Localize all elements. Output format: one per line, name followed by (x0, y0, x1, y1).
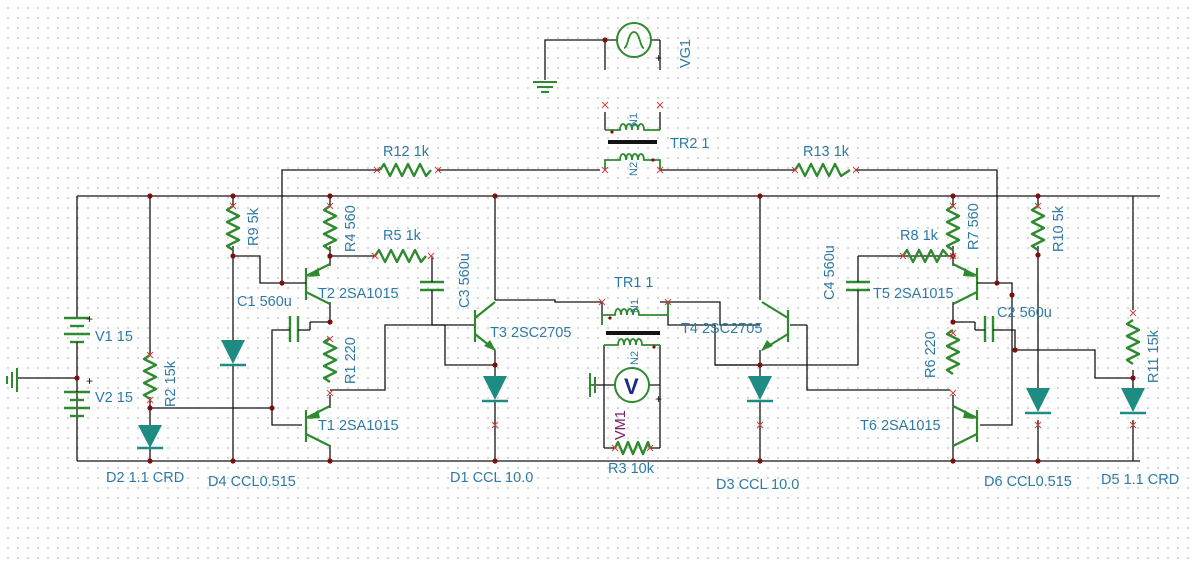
t1-symbol (304, 405, 331, 447)
wires (17, 39, 1160, 462)
tr2-n2-label: N2 (628, 162, 640, 176)
transformers (601, 123, 669, 349)
r4-body (322, 205, 338, 251)
vm1-symbol-text: V (624, 374, 639, 399)
d6-symbol (1025, 388, 1051, 415)
r6-label: R6 220 (923, 331, 939, 378)
t4-label: T4 2SC2705 (681, 321, 762, 337)
v2-symbol (64, 360, 90, 418)
t5-symbol (952, 263, 997, 305)
r6-body (945, 329, 961, 375)
d3-symbol (747, 376, 773, 403)
c2-label: C2 560u (997, 305, 1052, 321)
c4-body (846, 270, 870, 302)
vg1-symbol (605, 22, 660, 58)
tr1-n2-label: N2 (629, 351, 641, 365)
r2-body (142, 354, 158, 400)
c3-body (420, 270, 444, 302)
r12-label: R12 1k (383, 144, 430, 160)
v2-plus: + (86, 374, 93, 388)
v1-symbol (64, 316, 90, 350)
v1-label: V1 15 (95, 329, 133, 345)
d6-label: D6 CCL0.515 (984, 474, 1072, 490)
transistors (282, 263, 997, 447)
t3-symbol (473, 301, 496, 351)
tr2-symbol (604, 123, 661, 170)
r13-body (794, 162, 851, 178)
t5-label: T5 2SA1015 (873, 286, 954, 302)
r1-label: R1 220 (343, 337, 359, 384)
resistors (142, 162, 1141, 456)
d5-symbol (1120, 388, 1146, 415)
t6-symbol (952, 405, 979, 447)
r9-label: R9 5k (246, 207, 262, 246)
d4-label: D4 CCL0.515 (208, 474, 296, 490)
grounds (6, 81, 596, 397)
r3-label: R3 10k (608, 461, 655, 477)
d1-label: D1 CCL 10.0 (450, 470, 533, 486)
t6-label: T6 2SA1015 (860, 418, 941, 434)
ground-left-icon (6, 368, 18, 392)
vm1-plus: + (655, 392, 662, 406)
r8-label: R8 1k (900, 228, 939, 244)
r3-body (613, 440, 652, 456)
r2-label: R2 15k (163, 360, 179, 407)
vg1-plus: + (655, 51, 662, 65)
c1-body (282, 316, 311, 342)
t2-label: T2 2SA1015 (318, 286, 399, 302)
vm1-symbol (614, 367, 650, 403)
t4-symbol (761, 301, 790, 351)
tr1-n1-label: N1 (629, 299, 641, 313)
tr1-symbol (601, 302, 669, 349)
r10-label: R10 5k (1051, 205, 1067, 252)
r7-body (945, 205, 961, 251)
r7-label: R7 560 (966, 203, 982, 250)
ground-top-icon (533, 81, 557, 93)
r8-body (902, 248, 949, 264)
r11-body (1125, 319, 1141, 365)
d4-symbol (220, 340, 246, 367)
vm1-label: VM1 (613, 410, 629, 440)
tr2-n1-label: N1 (628, 113, 640, 127)
capacitors (282, 270, 1003, 342)
r11-label: R11 15k (1146, 329, 1162, 383)
batteries (64, 316, 90, 418)
r12-body (379, 162, 432, 178)
d3-label: D3 CCL 10.0 (716, 477, 799, 493)
r13-label: R13 1k (803, 144, 850, 160)
pin-markers (146, 101, 1137, 452)
c1-label: C1 560u (237, 294, 292, 310)
c3-label: C3 560u (457, 253, 473, 308)
r4-label: R4 560 (343, 205, 359, 252)
d5-label: D5 1.1 CRD (1101, 472, 1179, 488)
c4-label: C4 560u (822, 245, 838, 300)
c2-body (974, 316, 1003, 342)
v1-plus: + (86, 312, 93, 326)
r5-body (374, 248, 427, 264)
d1-symbol (482, 376, 508, 403)
r10-body (1030, 205, 1046, 251)
d2-label: D2 1.1 CRD (106, 470, 184, 486)
r5-label: R5 1k (383, 228, 422, 244)
t1-label: T1 2SA1015 (318, 418, 399, 434)
t3-label: T3 2SC2705 (490, 325, 571, 341)
t2-symbol (282, 263, 331, 305)
tr1-label: TR1 1 (614, 275, 654, 291)
r9-body (225, 205, 241, 251)
labels: R12 1k R13 1k TR2 1 TR1 1 R5 1k R8 1k C1… (86, 39, 1179, 493)
ground-vm-icon (589, 373, 596, 397)
vg1-label: VG1 (678, 39, 694, 68)
junctions (74, 37, 1136, 464)
v2-label: V2 15 (95, 390, 133, 406)
d2-symbol (137, 425, 163, 450)
tr2-label: TR2 1 (670, 136, 710, 152)
diodes (137, 340, 1146, 450)
r1-body (322, 337, 338, 383)
